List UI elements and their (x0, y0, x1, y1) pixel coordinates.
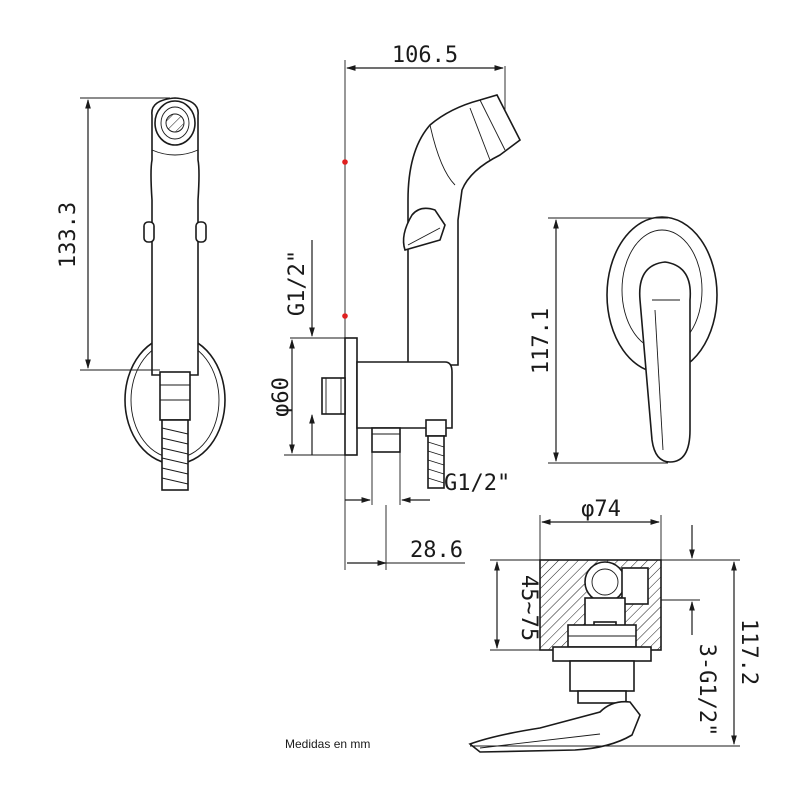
height-section-label: 117.2 (736, 619, 761, 685)
height-valve-label: 117.1 (529, 308, 554, 374)
valve-front-view: 117.1 (529, 216, 718, 464)
hose-front (161, 419, 189, 491)
valve-section-view: φ74 45~75 3-G1/2" 117.2 (468, 497, 761, 753)
red-marker-top (342, 159, 348, 165)
thread-top-label: G1/2" (285, 250, 310, 316)
thread-ports-label: 3-G1/2" (694, 644, 719, 737)
offset-bottom-label: 28.6 (410, 538, 463, 563)
red-marker-bottom (342, 313, 348, 319)
depth-range-label: 45~75 (516, 575, 541, 641)
height-front-label: 133.3 (56, 202, 81, 268)
hose-side (427, 435, 445, 489)
units-note: Medidas en mm (285, 737, 370, 751)
diameter-side-label: φ60 (269, 377, 294, 417)
side-view: 106.5 G1/2" φ60 (269, 43, 522, 570)
width-side-label: 106.5 (392, 43, 458, 68)
diameter-top-label: φ74 (581, 497, 621, 522)
front-view: 133.3 (56, 97, 226, 491)
thread-bottom-label: G1/2" (444, 471, 510, 496)
